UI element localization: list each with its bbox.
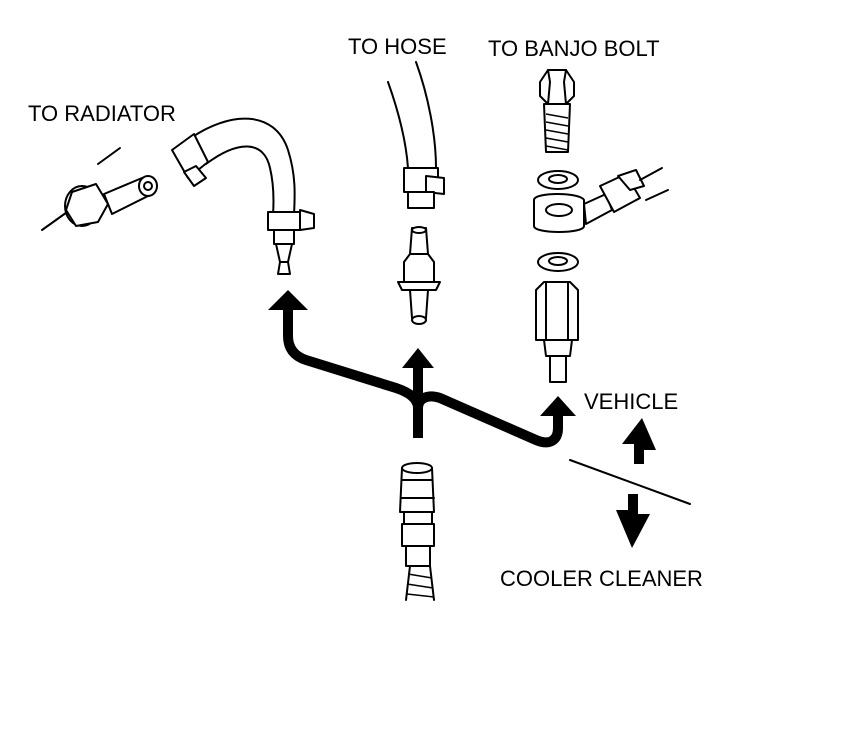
washer-upper bbox=[537, 170, 579, 190]
hose-end bbox=[387, 61, 445, 209]
label-to-banjo-bolt: TO BANJO BOLT bbox=[488, 36, 660, 61]
washer-lower bbox=[537, 252, 579, 272]
banjo-bolt bbox=[539, 69, 575, 153]
banjo-fitting bbox=[533, 167, 669, 233]
radiator-fitting bbox=[41, 147, 158, 231]
quick-coupler bbox=[399, 462, 435, 601]
label-to-radiator: TO RADIATOR bbox=[28, 101, 176, 126]
label-vehicle: VEHICLE bbox=[584, 389, 679, 414]
label-cooler-cleaner: COOLER CLEANER bbox=[500, 566, 703, 591]
banjo-adapter bbox=[535, 281, 579, 383]
radiator-hose bbox=[171, 117, 315, 275]
direction-indicator bbox=[569, 418, 691, 548]
flow-arrows bbox=[268, 290, 576, 448]
label-to-hose: TO HOSE bbox=[348, 34, 447, 59]
barb-adapter bbox=[397, 226, 441, 325]
